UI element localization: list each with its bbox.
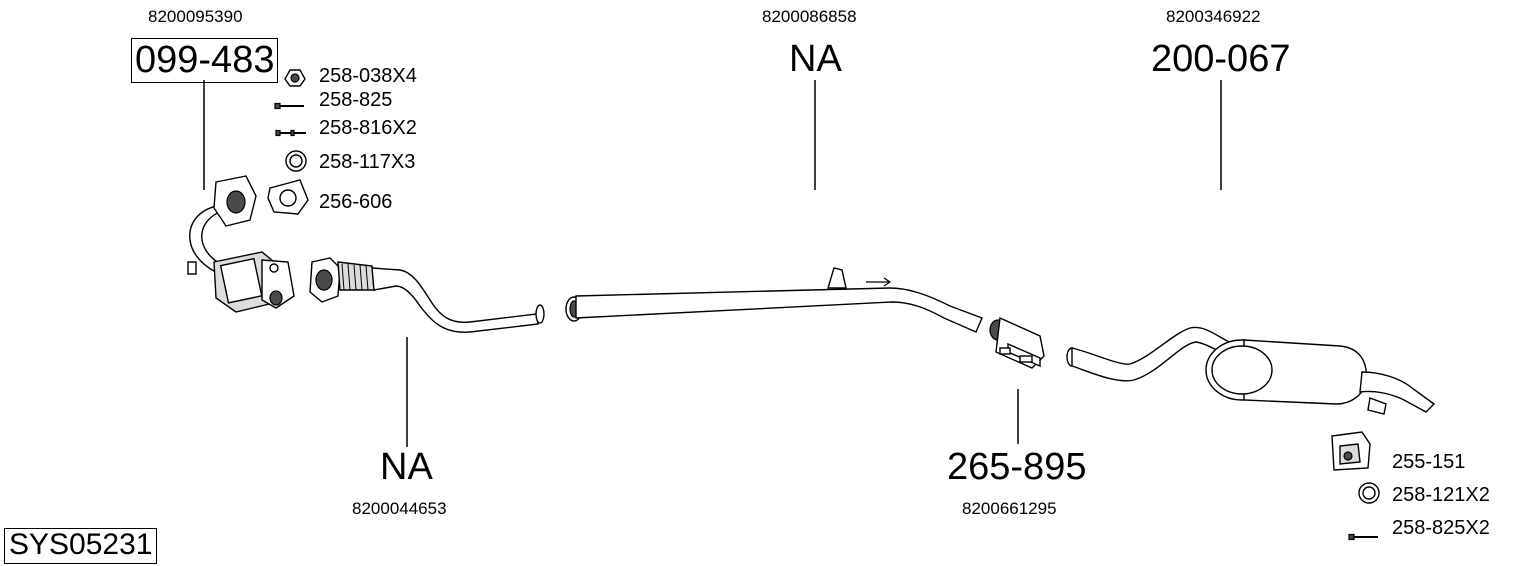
gasket-icon	[267, 179, 309, 215]
catalytic-converter-drawing	[187, 175, 295, 313]
part-number-middle[interactable]: NA	[789, 38, 842, 80]
oem-number-front-pipe: 8200044653	[352, 499, 447, 518]
accessory-label[interactable]: 258-117X3	[319, 151, 416, 173]
bolt-icon	[1348, 533, 1378, 541]
accessory-label[interactable]: 258-825	[319, 89, 393, 111]
ring-icon	[1358, 482, 1380, 504]
ring-icon	[285, 150, 307, 172]
part-number-rear[interactable]: 200-067	[1151, 38, 1291, 80]
hanger-icon	[1331, 431, 1371, 471]
accessory-label[interactable]: 258-038X4	[319, 65, 417, 87]
oem-number-rear: 8200346922	[1166, 7, 1261, 26]
accessory-label[interactable]: 256-606	[319, 191, 393, 213]
accessory-label[interactable]: 255-151	[1392, 451, 1466, 473]
accessory-label[interactable]: 258-825X2	[1392, 517, 1490, 539]
middle-pipe-drawing	[565, 267, 983, 333]
bolt-icon	[274, 102, 304, 110]
system-code: SYS05231	[4, 528, 158, 564]
front-pipe-drawing	[309, 257, 545, 333]
part-number-front[interactable]: 099-483	[131, 38, 279, 83]
oem-number-connector: 8200661295	[962, 499, 1057, 518]
oem-number-middle: 8200086858	[762, 7, 857, 26]
accessory-label[interactable]: 258-121X2	[1392, 484, 1490, 506]
connector-clamp-drawing	[989, 316, 1045, 369]
part-number-front-pipe[interactable]: NA	[380, 446, 433, 488]
accessory-label[interactable]: 258-816X2	[319, 117, 417, 139]
nut-icon	[284, 69, 306, 87]
stud-icon	[275, 129, 306, 137]
part-number-connector[interactable]: 265-895	[947, 446, 1087, 488]
oem-number-front: 8200095390	[148, 7, 243, 26]
rear-muffler-drawing	[1066, 326, 1436, 415]
